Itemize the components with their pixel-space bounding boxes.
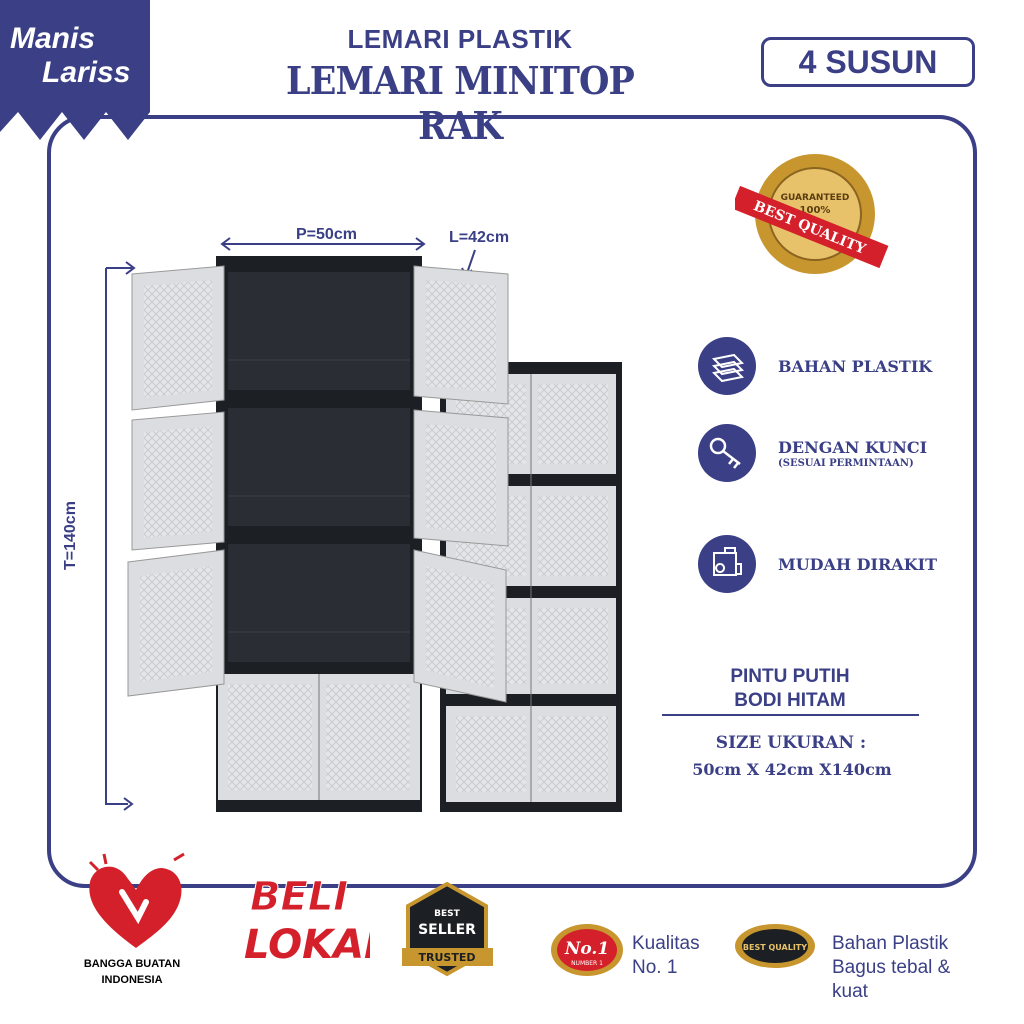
tier-badge: 4 SUSUN [761, 37, 975, 87]
bahan-line3: kuat [832, 981, 868, 1002]
size-label: SIZE UKURAN : [715, 733, 867, 753]
brand-line2: Lariss [42, 56, 131, 89]
depth-dimension-label: L=42cm [449, 229, 510, 246]
seal-top-text: GUARANTEED [781, 193, 850, 203]
number-one-badge-icon: No.1 NUMBER 1 [551, 924, 623, 976]
key-icon [698, 424, 756, 482]
bahan-text: Bahan Plastik Bagus tebal & kuat [832, 932, 950, 1004]
best-quality-seal-icon: GUARANTEED 100% BEST QUALITY [735, 154, 889, 274]
bangga-text-line2: INDONESIA [101, 974, 163, 986]
brand-corner-ribbon [0, 0, 150, 140]
puzzle-icon [698, 535, 756, 593]
body-color-text: BODI HITAM [734, 690, 846, 711]
feature-label-kunci: DENGAN KUNCI [778, 438, 928, 457]
no1-badge-text: No.1 [564, 939, 609, 959]
brand-line1: Manis [10, 22, 96, 55]
cabinet-illustration [127, 256, 622, 812]
kualitas-line2: No. 1 [632, 957, 678, 978]
info-divider [662, 714, 919, 716]
width-dimension-label: P=50cm [296, 226, 357, 243]
seller-mid-text: SELLER [418, 922, 476, 938]
beli-text: BELI [250, 874, 348, 920]
seal-percent-text: 100% [800, 205, 831, 216]
best-seller-badge-icon: BEST SELLER TRUSTED [402, 882, 493, 977]
no1-sub-text: NUMBER 1 [571, 960, 603, 967]
door-color-text: PINTU PUTIH [730, 666, 850, 687]
bangga-text-line1: BANGGA BUATAN [83, 958, 181, 970]
seller-top-text: BEST [434, 909, 460, 919]
bahan-line1: Bahan Plastik [832, 933, 949, 954]
bestq-badge-text: BEST QUALITY [743, 943, 807, 952]
size-value: 50cm X 42cm X140cm [692, 760, 892, 779]
lokal-text: LOKAL [244, 922, 370, 968]
product-category-title: LEMARI PLASTIK [347, 24, 573, 54]
kualitas-text: Kualitas No. 1 [632, 932, 700, 980]
brand-logo-text: Manis Lariss [10, 22, 130, 90]
bahan-line2: Bagus tebal & [832, 957, 951, 978]
feature-sub-kunci: (SESUAI PERMINTAAN) [778, 458, 914, 469]
feature-label-plastik: BAHAN PLASTIK [778, 357, 933, 376]
product-title: LEMARI MINITOP RAK [286, 58, 635, 148]
best-quality-small-badge-icon: BEST QUALITY [735, 924, 815, 968]
beli-lokal-logo: BELI LOKAL [244, 874, 370, 969]
open-cabinet-main [127, 256, 509, 812]
layers-icon [698, 337, 756, 395]
kualitas-line1: Kualitas [632, 933, 700, 954]
feature-label-dirakit: MUDAH DIRAKIT [778, 555, 938, 574]
seller-bottom-text: TRUSTED [419, 951, 476, 964]
heart-logo-icon [88, 852, 185, 948]
